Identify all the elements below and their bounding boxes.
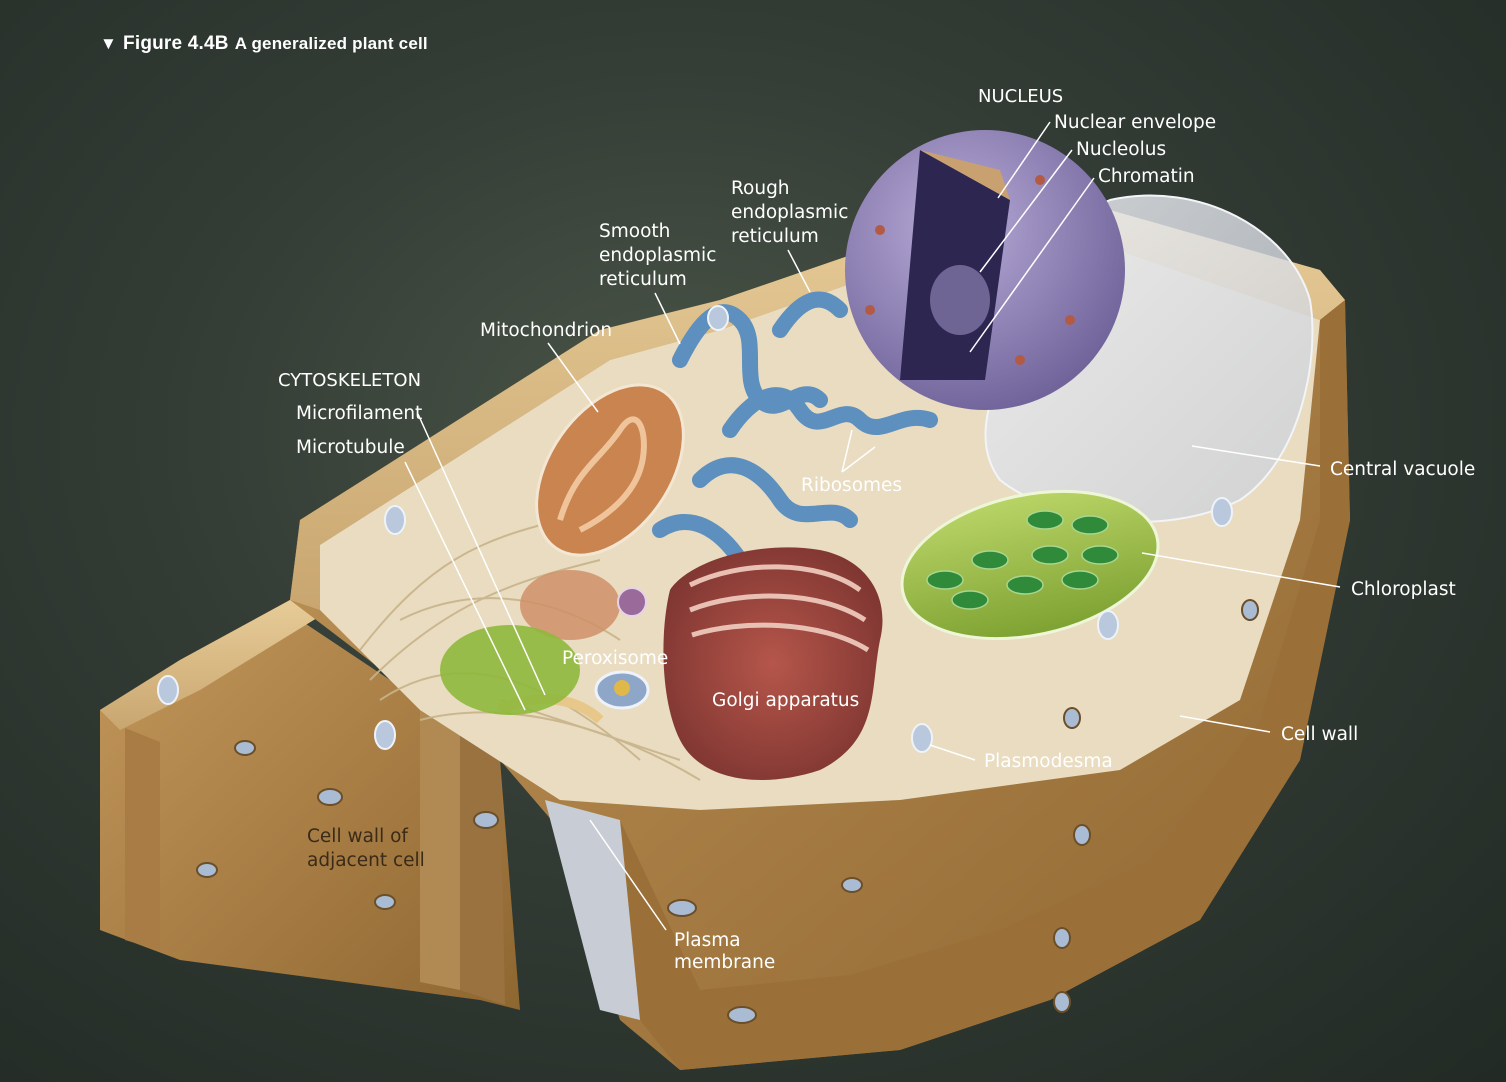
peroxisome-label: Peroxisome <box>562 648 669 669</box>
wall-pits <box>196 599 1259 1024</box>
figure-number: Figure 4.4B <box>123 33 229 54</box>
vesicle-shape <box>617 587 647 617</box>
cytoskeleton-heading-label: CYTOSKELETON <box>278 370 422 391</box>
microtubule-label: Microtubule <box>296 437 405 458</box>
golgi-apparatus-label: Golgi apparatus <box>712 690 860 711</box>
chloroplast-label: Chloroplast <box>1351 579 1456 600</box>
ribosomes-label: Ribosomes <box>801 475 903 496</box>
mitochondrion-label: Mitochondrion <box>480 320 613 341</box>
plasma-membrane-label: Plasma membrane <box>674 930 776 973</box>
cell-wall-adjacent-label: Cell wall of adjacent cell <box>307 826 425 871</box>
smooth-er-label: Smooth endoplasmic reticulum <box>599 221 717 290</box>
nucleus-heading-label: NUCLEUS <box>978 86 1064 107</box>
figure-caption: ▼ Figure 4.4B A generalized plant cell <box>100 33 428 55</box>
cell-wall-label: Cell wall <box>1281 724 1359 745</box>
golgi-apparatus-shape <box>663 547 883 780</box>
chloroplast-shape <box>900 489 1160 641</box>
peroxisome-shape <box>594 670 650 710</box>
rough-er-label: Rough endoplasmic reticulum <box>731 178 849 247</box>
plasmodesma-label: Plasmodesma <box>984 751 1113 772</box>
chloroplast-small-shape <box>440 625 580 715</box>
nucleus-shape <box>845 130 1125 410</box>
leader-lines <box>404 121 1341 931</box>
mitochondrion-shape <box>520 383 685 640</box>
nucleolus-label: Nucleolus <box>1076 139 1167 160</box>
nuclear-envelope-label: Nuclear envelope <box>1054 112 1217 133</box>
figure-title: A generalized plant cell <box>234 34 428 53</box>
plasmodesmata-shapes <box>157 305 1233 753</box>
microfilament-label: Microfilament <box>296 403 423 424</box>
central-vacuole-label: Central vacuole <box>1330 459 1476 480</box>
chromatin-label: Chromatin <box>1098 166 1195 187</box>
caption-marker-icon: ▼ <box>100 34 118 53</box>
